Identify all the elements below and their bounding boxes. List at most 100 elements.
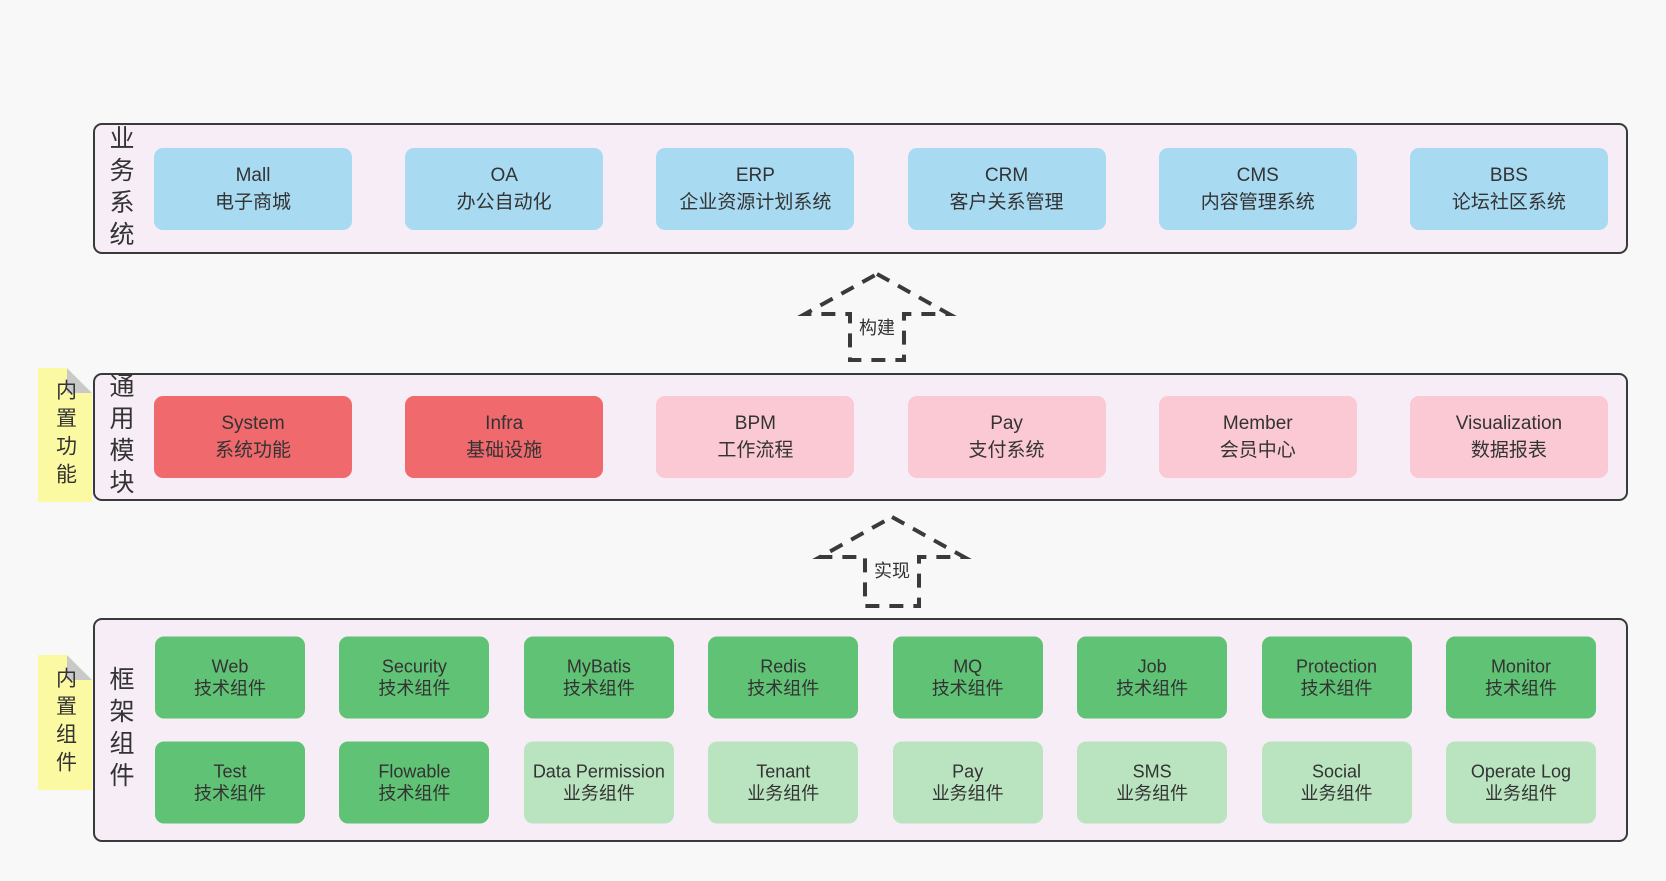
box-title: Flowable bbox=[378, 761, 451, 782]
box-infra: Infra 基础设施 bbox=[405, 396, 604, 478]
box-title: Operate Log bbox=[1470, 761, 1571, 782]
box-title: CMS bbox=[1236, 164, 1279, 186]
box-subtitle: 电子商城 bbox=[214, 191, 291, 213]
box-erp: ERP 企业资源计划系统 bbox=[656, 147, 855, 230]
box-title: Test bbox=[213, 761, 247, 782]
box-subtitle: 技术组件 bbox=[378, 783, 451, 804]
box-subtitle: 业务组件 bbox=[1300, 783, 1373, 804]
box-title: Redis bbox=[760, 656, 807, 677]
box-subtitle: 论坛社区系统 bbox=[1451, 191, 1566, 213]
box-title: OA bbox=[490, 164, 518, 186]
arrow-up-implement-icon bbox=[812, 514, 972, 608]
sticky-builtin-components-label: 内置组件 bbox=[53, 666, 77, 779]
box-title: Pay bbox=[990, 413, 1023, 434]
box-title: Visualization bbox=[1455, 413, 1563, 434]
layer-business-systems-label: 业务系统 bbox=[106, 124, 134, 253]
box-title: Security bbox=[381, 656, 447, 677]
box-subtitle: 技术组件 bbox=[931, 678, 1004, 699]
box-title: Job bbox=[1137, 656, 1167, 677]
box-subtitle: 数据报表 bbox=[1470, 440, 1547, 461]
arrow-build-label: 构建 bbox=[856, 314, 898, 340]
box-title: MyBatis bbox=[566, 656, 631, 677]
sticky-note-builtin-components: 内置组件 bbox=[38, 655, 92, 790]
box-subtitle: 技术组件 bbox=[378, 678, 451, 699]
box-crm: CRM 客户关系管理 bbox=[907, 147, 1106, 230]
business-systems-boxes: Mall 电子商城 OA 办公自动化 ERP 企业资源计划系统 CRM 客户关系管理 CMS 内容… bbox=[154, 147, 1608, 230]
box-subtitle: 业务组件 bbox=[931, 783, 1004, 804]
box-title: CRM bbox=[984, 164, 1029, 186]
box-title: SMS bbox=[1132, 761, 1172, 782]
box-subtitle: 客户关系管理 bbox=[949, 191, 1064, 213]
box-subtitle: 办公自动化 bbox=[456, 191, 552, 213]
box-subtitle: 技术组件 bbox=[1484, 678, 1557, 699]
box-bbs: BBS 论坛社区系统 bbox=[1409, 147, 1608, 230]
box-subtitle: 技术组件 bbox=[1116, 678, 1189, 699]
box-subtitle: 技术组件 bbox=[747, 678, 820, 699]
box-title: Infra bbox=[485, 413, 524, 434]
box-title: Member bbox=[1222, 413, 1293, 434]
box-subtitle: 基础设施 bbox=[466, 440, 543, 461]
box-mall: Mall 电子商城 bbox=[154, 147, 352, 230]
box-subtitle: 技术组件 bbox=[1300, 678, 1373, 699]
box-subtitle: 系统功能 bbox=[214, 440, 291, 461]
box-system: System 系统功能 bbox=[154, 396, 352, 478]
box-subtitle: 业务组件 bbox=[747, 783, 820, 804]
box-bpm: BPM 工作流程 bbox=[656, 396, 855, 478]
box-title: System bbox=[221, 413, 285, 434]
box-title: Monitor bbox=[1490, 656, 1551, 677]
common-modules-boxes: System 系统功能 Infra 基础设施 BPM 工作流程 Pay 支付系统 Member 会… bbox=[154, 396, 1608, 478]
box-member: Member 会员中心 bbox=[1158, 396, 1357, 478]
box-title: ERP bbox=[735, 164, 775, 186]
box-subtitle: 工作流程 bbox=[717, 440, 794, 461]
box-title: Pay bbox=[952, 761, 984, 782]
box-cms: CMS 内容管理系统 bbox=[1158, 147, 1357, 230]
box-title: Social bbox=[1312, 761, 1362, 782]
box-subtitle: 技术组件 bbox=[194, 783, 266, 804]
sticky-note-builtin-features: 内置功能 bbox=[38, 368, 92, 502]
box-subtitle: 企业资源计划系统 bbox=[679, 191, 832, 213]
box-pay: Pay 支付系统 bbox=[907, 396, 1106, 478]
box-visualization: Visualization 数据报表 bbox=[1409, 396, 1608, 478]
sticky-builtin-features-label: 内置功能 bbox=[53, 379, 77, 491]
box-subtitle: 会员中心 bbox=[1219, 440, 1296, 461]
box-subtitle: 支付系统 bbox=[968, 440, 1045, 461]
box-title: Web bbox=[211, 656, 249, 677]
box-subtitle: 业务组件 bbox=[1116, 783, 1189, 804]
box-subtitle: 内容管理系统 bbox=[1200, 191, 1315, 213]
layer-common-modules-label: 通用模块 bbox=[106, 373, 134, 501]
box-subtitle: 技术组件 bbox=[562, 678, 635, 699]
box-title: BBS bbox=[1489, 164, 1528, 186]
box-title: Tenant bbox=[756, 761, 811, 782]
layer-common-modules: 通用模块 System 系统功能 Infra 基础设施 BPM 工作流程 Pay 支付系统 Me… bbox=[93, 373, 1628, 501]
box-subtitle: 技术组件 bbox=[194, 678, 266, 699]
layer-business-systems: 业务系统 Mall 电子商城 OA 办公自动化 ERP 企业资源计划系统 CRM 客户关系管理… bbox=[93, 123, 1628, 254]
box-subtitle: 业务组件 bbox=[1484, 783, 1557, 804]
arrow-up-build-icon bbox=[797, 271, 957, 362]
arrow-implement-label: 实现 bbox=[871, 557, 913, 583]
box-title: BPM bbox=[734, 413, 776, 434]
box-title: Data Permission bbox=[532, 761, 665, 782]
box-subtitle: 业务组件 bbox=[562, 783, 635, 804]
box-oa: OA 办公自动化 bbox=[405, 147, 604, 230]
box-title: Mall bbox=[235, 164, 271, 186]
box-title: MQ bbox=[953, 656, 983, 677]
box-title: Protection bbox=[1296, 656, 1378, 677]
